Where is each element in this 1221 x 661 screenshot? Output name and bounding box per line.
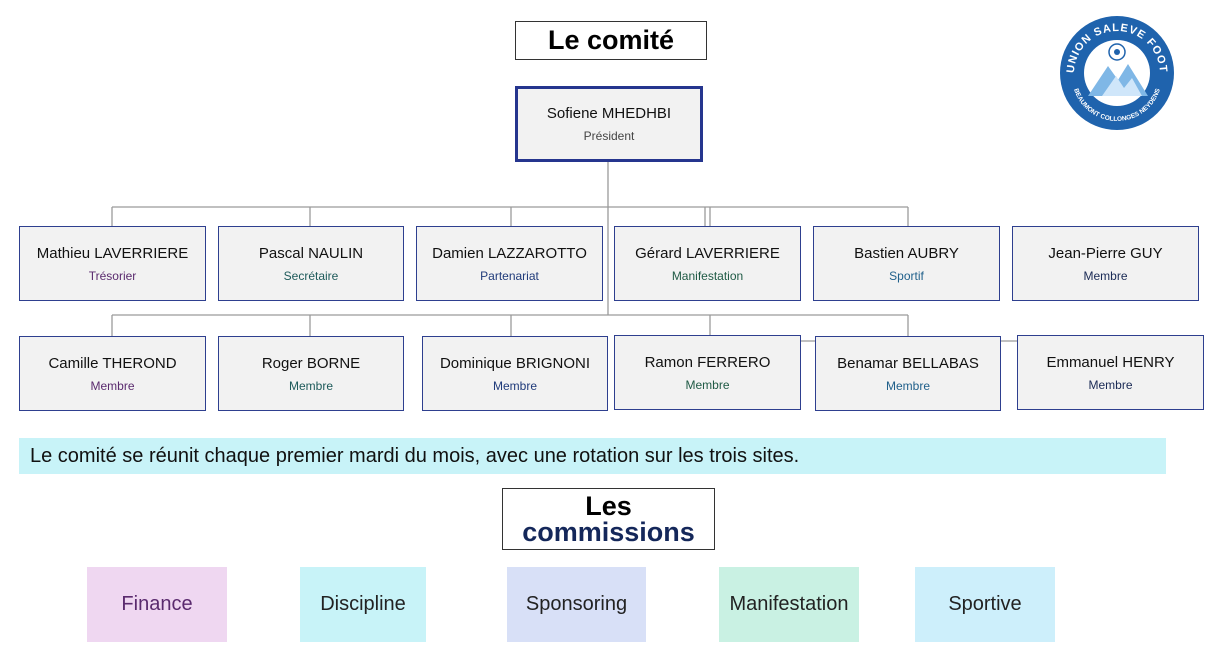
member-name: Ramon FERRERO	[644, 353, 771, 371]
commissions-title-line1: Les	[585, 491, 632, 521]
member-node: Benamar BELLABAS Membre	[815, 336, 1001, 411]
member-node: Bastien AUBRY Sportif	[813, 226, 1000, 301]
meeting-note-banner: Le comité se réunit chaque premier mardi…	[19, 438, 1166, 474]
member-name: Benamar BELLABAS	[837, 354, 979, 372]
member-name: Pascal NAULIN	[258, 244, 364, 262]
member-node: Gérard LAVERRIERE Manifestation	[614, 226, 801, 301]
commission-label: Sportive	[948, 593, 1022, 615]
member-name: Dominique BRIGNONI	[439, 354, 591, 372]
president-node: Sofiene MHEDHBI Président	[515, 86, 703, 162]
comite-title-text: Le comité	[547, 25, 675, 55]
member-node: Dominique BRIGNONI Membre	[422, 336, 608, 411]
commissions-title-line2: commissions	[522, 517, 695, 547]
member-node: Mathieu LAVERRIERE Trésorier	[19, 226, 206, 301]
member-name: Emmanuel HENRY	[1046, 353, 1175, 371]
member-node: Damien LAZZAROTTO Partenariat	[416, 226, 603, 301]
commission-label: Finance	[121, 593, 193, 615]
member-role: Membre	[685, 377, 730, 392]
member-name: Damien LAZZAROTTO	[432, 244, 587, 262]
commission-discipline: Discipline	[300, 567, 426, 642]
member-role: Trésorier	[88, 268, 137, 283]
commission-label: Manifestation	[729, 593, 849, 615]
member-role: Membre	[1088, 377, 1133, 392]
commission-label: Discipline	[320, 593, 406, 615]
member-role: Membre	[1083, 268, 1128, 283]
commissions-title: Les commissions	[502, 488, 715, 550]
member-name: Jean-Pierre GUY	[1048, 244, 1163, 262]
meeting-note-text: Le comité se réunit chaque premier mardi…	[30, 444, 800, 467]
member-role: Sportif	[889, 268, 924, 283]
member-node: Jean-Pierre GUY Membre	[1012, 226, 1199, 301]
member-node: Pascal NAULIN Secrétaire	[218, 226, 404, 301]
commission-finance: Finance	[87, 567, 227, 642]
member-name: Gérard LAVERRIERE	[635, 244, 780, 262]
member-name: Sofiene MHEDHBI	[546, 105, 672, 122]
member-name: Mathieu LAVERRIERE	[36, 244, 189, 262]
member-role: Membre	[885, 378, 930, 393]
member-role: Membre	[492, 378, 537, 393]
club-logo: UNION SALEVE FOOT BEAUMONT COLLONGES NEY…	[1060, 16, 1174, 130]
member-node: Emmanuel HENRY Membre	[1017, 335, 1204, 410]
member-role: Partenariat	[480, 268, 539, 283]
member-role: Président	[583, 129, 635, 143]
member-node: Ramon FERRERO Membre	[614, 335, 801, 410]
member-node: Roger BORNE Membre	[218, 336, 404, 411]
member-name: Camille THEROND	[48, 354, 177, 372]
member-role: Membre	[288, 378, 333, 393]
commission-label: Sponsoring	[525, 593, 628, 615]
member-role: Manifestation	[671, 268, 744, 283]
member-name: Roger BORNE	[261, 354, 361, 372]
commission-manifestation: Manifestation	[719, 567, 859, 642]
member-node: Camille THEROND Membre	[19, 336, 206, 411]
commission-sponsoring: Sponsoring	[507, 567, 646, 642]
commission-sportive: Sportive	[915, 567, 1055, 642]
member-role: Membre	[90, 378, 135, 393]
comite-title: Le comité	[515, 21, 707, 60]
member-name: Bastien AUBRY	[854, 244, 959, 262]
member-role: Secrétaire	[283, 268, 339, 283]
